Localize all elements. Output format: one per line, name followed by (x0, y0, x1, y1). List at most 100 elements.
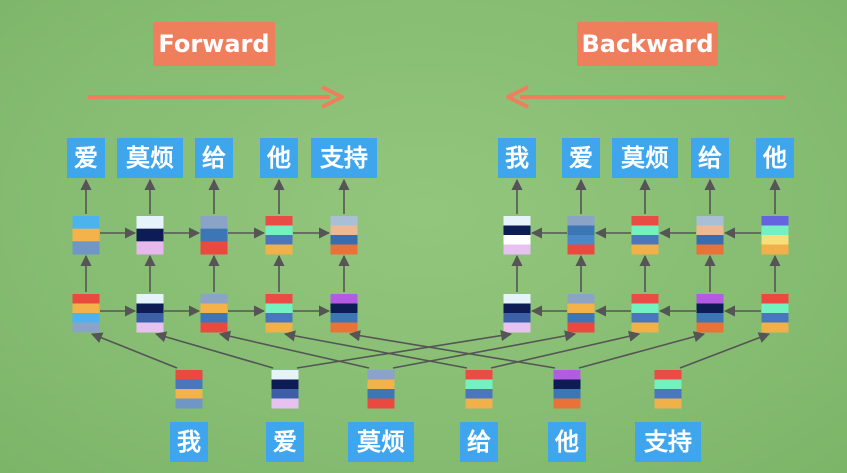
backward-upper-cell-band (503, 244, 531, 255)
forward-output-word: 他 (260, 138, 298, 178)
input-cell-band (465, 379, 493, 390)
backward-upper-cell-band (761, 225, 789, 236)
forward-output-word: 爱 (67, 138, 105, 178)
backward-lower-cell-band (696, 294, 724, 304)
backward-lower-cell-band (503, 294, 531, 304)
backward-upper-cell-band (761, 216, 789, 226)
input-to-forward-arrow (154, 331, 274, 369)
forward-lower-cell-band (136, 313, 164, 323)
forward-lower-cell-band (265, 322, 293, 333)
backward-lower-cell-band (503, 322, 531, 333)
forward-output-word: 给 (195, 138, 233, 178)
forward-upper-cell-band (330, 216, 358, 226)
input-cell-band (367, 370, 395, 380)
input-cell-band (654, 389, 682, 399)
input-cell-band (465, 370, 493, 380)
forward-lower-cell-band (265, 313, 293, 323)
backward-upper-cell-band (567, 225, 595, 236)
backward-upper-cell-band (567, 244, 595, 255)
input-cell-band (465, 398, 493, 409)
forward-lower-cell-band (136, 294, 164, 304)
input-cell-band (367, 398, 395, 409)
backward-upper-cell-band (503, 216, 531, 226)
forward-upper-cell-band (330, 235, 358, 245)
forward-upper-cell-band (330, 225, 358, 236)
input-to-backward-arrow (490, 330, 641, 369)
forward-upper-cell-band (72, 216, 100, 230)
forward-lower-cell-band (265, 303, 293, 314)
forward-lower-cell-band (200, 313, 228, 323)
input-cell-band (367, 389, 395, 399)
input-cell-band (175, 398, 203, 409)
backward-upper-cell-band (696, 244, 724, 255)
forward-lower-cell-band (200, 294, 228, 304)
forward-upper-cell-band (330, 244, 358, 255)
backward-lower-cell-band (631, 313, 659, 323)
backward-upper-cell-band (631, 244, 659, 255)
input-cell-band (553, 398, 581, 409)
input-to-forward-arrow (90, 332, 178, 369)
backward-lower-cell-band (761, 303, 789, 314)
forward-output-word: 支持 (311, 138, 377, 178)
forward-lower-cell-band (72, 313, 100, 323)
forward-upper-cell-band (265, 244, 293, 255)
backward-upper-cell-band (503, 225, 531, 236)
input-cell-band (271, 398, 299, 409)
forward-upper-cell-band (72, 241, 100, 255)
backward-output-word: 莫烦 (612, 138, 678, 178)
input-cell-band (553, 389, 581, 399)
backward-upper-cell-band (503, 235, 531, 245)
input-cell-band (367, 379, 395, 390)
backward-lower-cell-band (567, 313, 595, 323)
backward-lower-cell-band (503, 303, 531, 314)
forward-upper-cell-band (136, 228, 164, 242)
backward-lower-cell-band (631, 294, 659, 304)
input-word: 他 (548, 422, 586, 462)
backward-upper-cell-band (631, 225, 659, 236)
forward-upper-cell-band (200, 228, 228, 242)
input-cell-band (271, 379, 299, 390)
forward-title: Forward (153, 22, 275, 66)
input-word: 支持 (635, 422, 701, 462)
backward-output-word: 我 (498, 138, 536, 178)
backward-output-word: 爱 (562, 138, 600, 178)
input-cell-band (271, 370, 299, 380)
forward-lower-cell-band (72, 294, 100, 304)
input-to-backward-arrow (296, 330, 513, 369)
forward-upper-cell-band (136, 241, 164, 255)
forward-lower-cell-band (200, 322, 228, 333)
input-word: 莫烦 (348, 422, 414, 462)
input-to-backward-arrow (578, 331, 706, 369)
backward-upper-cell-band (696, 235, 724, 245)
backward-upper-cell-band (631, 216, 659, 226)
forward-lower-cell-band (265, 294, 293, 304)
input-word: 我 (170, 422, 208, 462)
backward-output-word: 给 (691, 138, 729, 178)
forward-upper-cell-band (265, 235, 293, 245)
backward-lower-cell-band (567, 303, 595, 314)
backward-lower-cell-band (696, 322, 724, 333)
backward-lower-cell-band (567, 294, 595, 304)
forward-upper-cell-band (136, 216, 164, 230)
forward-upper-cell-band (72, 228, 100, 242)
forward-lower-cell-band (330, 313, 358, 323)
forward-arrowhead (321, 85, 344, 109)
backward-upper-cell-band (761, 244, 789, 255)
backward-upper-cell-band (696, 225, 724, 236)
backward-lower-cell-band (631, 322, 659, 333)
forward-lower-cell-band (136, 303, 164, 314)
backward-lower-cell-band (631, 303, 659, 314)
input-word: 爱 (266, 422, 304, 462)
input-to-backward-arrow (392, 330, 577, 369)
input-word: 给 (460, 422, 498, 462)
input-to-forward-arrow (218, 330, 370, 369)
backward-output-word: 他 (756, 138, 794, 178)
input-cell-band (175, 379, 203, 390)
backward-lower-cell-band (761, 322, 789, 333)
input-cell-band (553, 370, 581, 380)
forward-lower-cell-band (72, 303, 100, 314)
forward-upper-cell-band (265, 216, 293, 226)
input-cell-band (175, 370, 203, 380)
forward-upper-cell-band (200, 216, 228, 230)
